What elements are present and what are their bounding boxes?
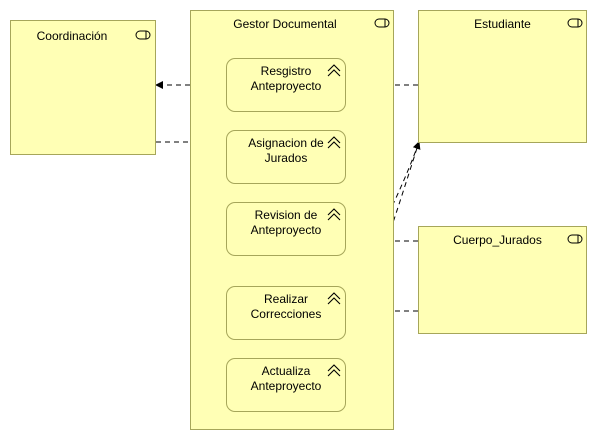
- service-asignacion-jurados[interactable]: Asignacion de Jurados: [226, 130, 346, 184]
- service-realizar-correcciones[interactable]: Realizar Correcciones: [226, 286, 346, 340]
- application-service-icon: [327, 64, 341, 77]
- service-asignacion-label: Asignacion de Jurados: [248, 136, 324, 165]
- service-revision-label: Revision de Anteproyecto: [250, 208, 322, 237]
- component-coordinacion-label: Coordinación: [36, 29, 108, 43]
- component-jurados-label: Cuerpo_Jurados: [453, 233, 542, 247]
- service-revision-anteproyecto[interactable]: Revision de Anteproyecto: [226, 202, 346, 256]
- application-service-icon: [327, 136, 341, 149]
- component-gestor-label: Gestor Documental: [233, 17, 337, 31]
- service-registro-anteproyecto[interactable]: Resgistro Anteproyecto: [226, 58, 346, 112]
- component-coordinacion[interactable]: Coordinación: [10, 20, 156, 155]
- component-icon: [374, 18, 390, 28]
- application-service-icon: [327, 208, 341, 221]
- component-cuerpo-jurados[interactable]: Cuerpo_Jurados: [418, 226, 587, 334]
- component-estudiante-label: Estudiante: [474, 17, 531, 31]
- component-icon: [135, 30, 151, 40]
- application-service-icon: [327, 364, 341, 377]
- component-estudiante[interactable]: Estudiante: [418, 10, 587, 143]
- service-correcciones-label: Realizar Correcciones: [250, 292, 322, 321]
- component-icon: [567, 18, 583, 28]
- service-registro-label: Resgistro Anteproyecto: [250, 64, 322, 93]
- service-actualiza-anteproyecto[interactable]: Actualiza Anteproyecto: [226, 358, 346, 412]
- application-service-icon: [327, 292, 341, 305]
- component-icon: [567, 234, 583, 244]
- service-actualiza-label: Actualiza Anteproyecto: [250, 364, 322, 393]
